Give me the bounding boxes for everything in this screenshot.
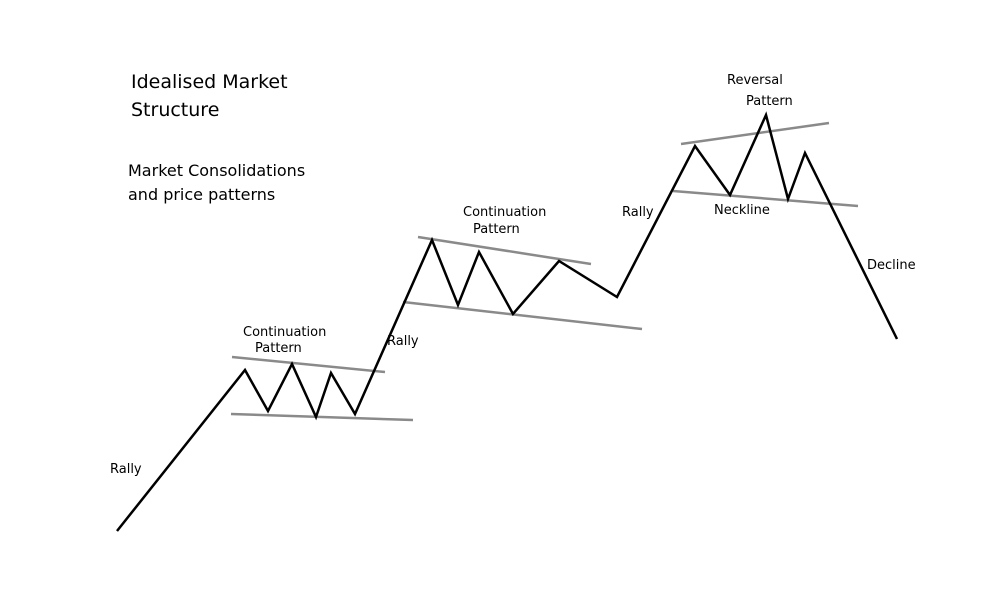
continuation-1-label-line-1: Continuation [243,325,327,340]
rally-label-2: Rally [387,334,419,349]
diagram-title-line-2: Structure [131,99,220,121]
price-path-line [116,111,899,532]
continuation-1-lower-trendline [230,412,414,422]
reversal-upper-trendline [680,121,830,146]
rally-label-1: Rally [110,462,142,477]
diagram-title-line-1: Idealised Market [131,71,288,93]
continuation-2-label-line-2: Pattern [473,222,520,237]
neckline-label: Neckline [714,203,770,218]
diagram-subtitle-line-1: Market Consolidations [128,161,306,180]
reversal-label-line-1: Reversal [727,73,783,88]
continuation-2-lower-trendline [402,300,643,331]
decline-label: Decline [867,258,916,273]
reversal-label-line-2: Pattern [746,94,793,109]
rally-label-3: Rally [622,205,654,220]
continuation-2-label-line-1: Continuation [463,205,547,220]
diagram-subtitle-line-2: and price patterns [128,185,276,204]
continuation-1-upper-trendline [231,355,386,374]
neckline-trendline [672,189,859,208]
continuation-1-label-line-2: Pattern [255,341,302,356]
continuation-2-upper-trendline [417,235,592,266]
